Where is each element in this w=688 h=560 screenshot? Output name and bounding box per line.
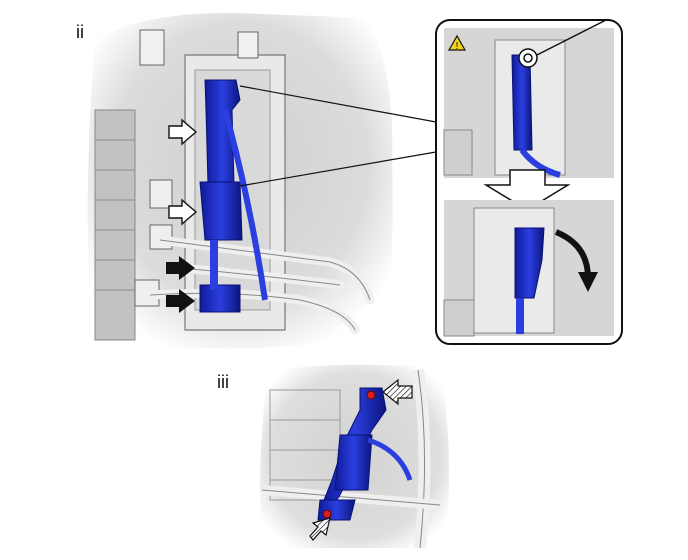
clip-release-icon xyxy=(518,48,538,68)
black-arrow-upper xyxy=(166,256,195,280)
blue-harness-part-iii xyxy=(317,387,413,521)
rotate-arrow-icon xyxy=(554,229,598,292)
panel-iii-label: iii xyxy=(217,372,229,392)
down-arrow-icon xyxy=(483,169,571,211)
panel-ii-label: ii xyxy=(76,22,84,42)
black-arrow-lower xyxy=(166,289,195,313)
bolt-marker-icon xyxy=(322,509,332,519)
hatched-arrow-lower xyxy=(309,517,331,541)
panel-ii xyxy=(87,13,437,349)
detail-bottom-image xyxy=(443,200,614,337)
detail-top-image: ! xyxy=(443,19,614,178)
svg-text:!: ! xyxy=(456,41,459,52)
white-arrow-lower xyxy=(168,198,198,226)
white-arrow-upper xyxy=(168,118,198,146)
warning-triangle-icon: ! xyxy=(447,34,467,52)
hatched-arrow-upper xyxy=(382,378,413,406)
panel-iii xyxy=(260,364,449,549)
blue-harness-part xyxy=(199,79,268,313)
panel-i-detail: ! xyxy=(435,19,623,345)
bolt-marker-icon xyxy=(366,390,376,400)
